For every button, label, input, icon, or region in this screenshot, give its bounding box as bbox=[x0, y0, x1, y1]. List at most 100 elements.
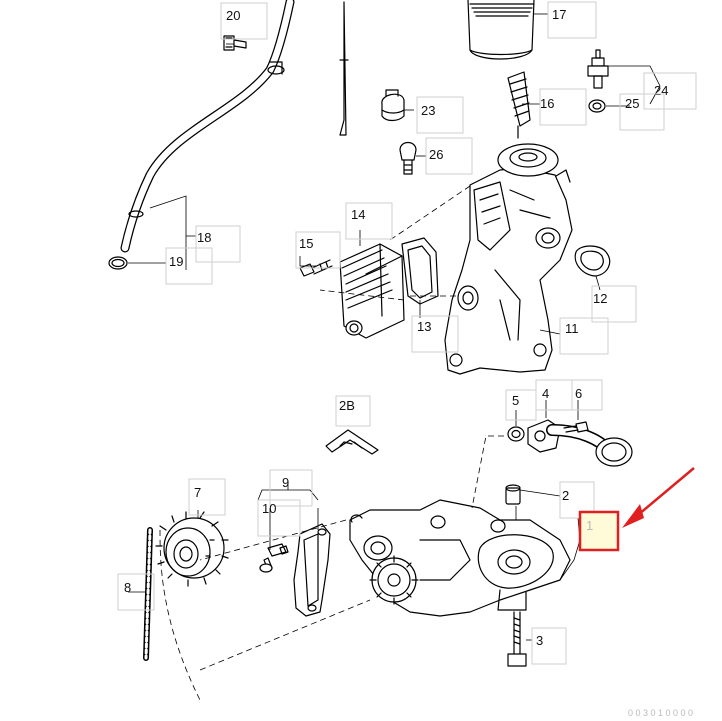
callout-number: 18 bbox=[197, 230, 211, 245]
callout-box bbox=[559, 317, 609, 355]
callout-box bbox=[505, 389, 537, 421]
callout-box bbox=[539, 88, 587, 126]
chain-tensioner-part bbox=[293, 523, 331, 617]
highlight-arrow bbox=[622, 467, 695, 528]
gasket-part bbox=[574, 245, 611, 277]
callout-box bbox=[117, 573, 155, 611]
washer-part bbox=[588, 99, 606, 113]
sleeve-part bbox=[505, 484, 521, 505]
callout-number: 2 bbox=[562, 488, 569, 503]
cap-part bbox=[381, 89, 405, 122]
callout-box bbox=[547, 1, 597, 39]
oil-filter-housing-part bbox=[444, 143, 573, 375]
callout-number: 3 bbox=[536, 633, 543, 648]
callout-box bbox=[165, 247, 213, 285]
callout-box bbox=[335, 395, 371, 427]
callout-18: 18 bbox=[195, 225, 241, 263]
oil-filter-part bbox=[467, 0, 535, 60]
bolt-part bbox=[299, 259, 333, 277]
seal-part bbox=[401, 237, 439, 305]
callout-box bbox=[195, 225, 241, 263]
callout-15: 15 bbox=[295, 231, 341, 269]
chain-sprocket-part bbox=[155, 511, 229, 587]
callout-10: 10 bbox=[257, 499, 301, 537]
callout-2: 2 bbox=[559, 481, 595, 519]
callout-number: 6 bbox=[575, 386, 582, 401]
callout-12: 12 bbox=[591, 285, 637, 323]
callout-number: 13 bbox=[417, 319, 431, 334]
callout-3: 3 bbox=[531, 627, 567, 665]
callout-20: 20 bbox=[220, 2, 268, 40]
callout-number: 15 bbox=[299, 236, 313, 251]
callout-number: 24 bbox=[654, 83, 668, 98]
callout-box bbox=[559, 481, 595, 519]
drive-chain-part bbox=[143, 527, 153, 661]
callout-14: 14 bbox=[345, 202, 393, 240]
callout-5: 5 bbox=[505, 389, 537, 421]
callout-box bbox=[425, 137, 473, 175]
callout-box bbox=[257, 499, 301, 537]
callout-16: 16 bbox=[539, 88, 587, 126]
callout-26: 26 bbox=[425, 137, 473, 175]
callout-number: 23 bbox=[421, 103, 435, 118]
callout-23: 23 bbox=[416, 96, 464, 134]
dipstick-tube-part bbox=[120, 0, 295, 253]
callout-box bbox=[591, 285, 637, 323]
callout-8: 8 bbox=[117, 573, 155, 611]
callout-number: 20 bbox=[226, 8, 240, 23]
callout-1: 1 bbox=[578, 510, 620, 552]
callout-box bbox=[220, 2, 268, 40]
callout-number: 14 bbox=[351, 207, 365, 222]
callout-box bbox=[411, 315, 459, 353]
seal-ring-part bbox=[108, 256, 128, 270]
watermark-text: 0 0 3 0 1 0 0 0 0 bbox=[628, 708, 693, 718]
callout-9: 9 bbox=[269, 469, 313, 507]
callout-number: 10 bbox=[262, 501, 276, 516]
callout-number: 1 bbox=[586, 518, 593, 533]
bolt-part bbox=[563, 421, 589, 433]
callout-7: 7 bbox=[188, 478, 226, 516]
callout-2b: 2B bbox=[335, 395, 371, 427]
callout-box bbox=[619, 93, 665, 131]
callout-box bbox=[345, 202, 393, 240]
callout-box bbox=[578, 510, 620, 552]
callout-6: 6 bbox=[571, 379, 603, 411]
callout-box bbox=[269, 469, 313, 507]
bolt-part bbox=[259, 543, 289, 573]
callout-number: 25 bbox=[625, 96, 639, 111]
callout-number: 12 bbox=[593, 291, 607, 306]
callout-number: 26 bbox=[429, 147, 443, 162]
oil-cooler-part bbox=[339, 243, 405, 339]
callout-box bbox=[416, 96, 464, 134]
callout-number: 7 bbox=[194, 485, 201, 500]
callout-number: 19 bbox=[169, 254, 183, 269]
bolt-part bbox=[507, 611, 527, 667]
callout-number: 4 bbox=[542, 386, 549, 401]
callout-11: 11 bbox=[559, 317, 609, 355]
callout-17: 17 bbox=[547, 1, 597, 39]
callout-number: 17 bbox=[552, 7, 566, 22]
callout-4: 4 bbox=[535, 379, 573, 411]
callout-box bbox=[531, 627, 567, 665]
oil-pipe-part bbox=[527, 419, 633, 467]
callout-number: 5 bbox=[512, 393, 519, 408]
callout-number: 16 bbox=[540, 96, 554, 111]
pump-sprocket-part bbox=[369, 555, 419, 605]
dipstick-part bbox=[339, 1, 349, 136]
callout-24: 24 bbox=[643, 72, 697, 110]
callout-box bbox=[571, 379, 603, 411]
filter-insert-part bbox=[507, 71, 531, 139]
sensor-part bbox=[587, 49, 609, 89]
callout-number: 2B bbox=[339, 398, 355, 413]
callout-25: 25 bbox=[619, 93, 665, 131]
callout-box bbox=[188, 478, 226, 516]
callout-number: 11 bbox=[565, 321, 579, 336]
callout-number: 8 bbox=[124, 580, 131, 595]
callout-number: 9 bbox=[282, 475, 289, 490]
callout-19: 19 bbox=[165, 247, 213, 285]
bolt-part bbox=[223, 35, 247, 51]
callout-box bbox=[295, 231, 341, 269]
seal-ring-part bbox=[507, 426, 525, 442]
callout-box bbox=[643, 72, 697, 110]
